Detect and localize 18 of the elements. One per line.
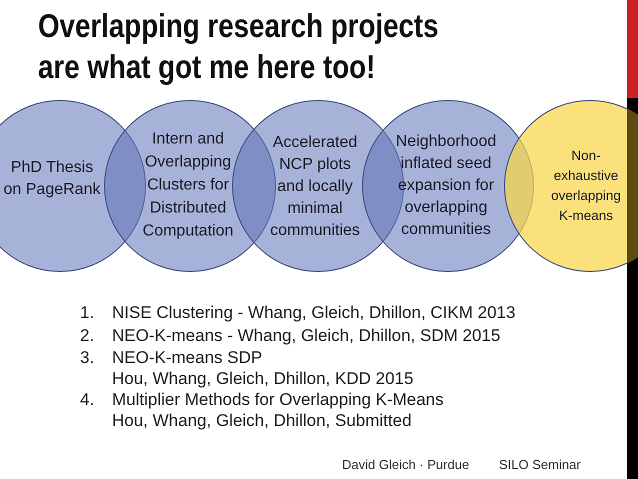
circle-label: Non-exhaustive overlapping K-means bbox=[550, 147, 622, 225]
reference-text: NEO-K-means - Whang, Gleich, Dhillon, SDM 2015 bbox=[112, 324, 500, 346]
footer-text: David Gleich · Purdue bbox=[342, 457, 470, 473]
circle-label: PhD Thesis on PageRank bbox=[2, 158, 102, 200]
circle-label: Accelerated NCP plots and locally minimal communities bbox=[269, 133, 361, 241]
reference-text: NEO-K-means SDP bbox=[112, 346, 262, 368]
list-number: 1. bbox=[80, 302, 94, 322]
reference-text: Hou, Whang, Gleich, Dhillon, KDD 2015 bbox=[112, 368, 414, 388]
footer-text: SILO Seminar bbox=[499, 457, 581, 473]
reference-text: Hou, Whang, Gleich, Dhillon, Submitted bbox=[112, 410, 412, 430]
reference-text: Multiplier Methods for Overlapping K-Means bbox=[112, 388, 444, 410]
circle-label: Neighborhood inflated seed expansion for overlapping communities bbox=[394, 132, 498, 240]
list-number: 3. bbox=[80, 346, 94, 368]
circle-label: Intern and Overlapping Clusters for Distributed Computation bbox=[142, 130, 234, 242]
reference-text: NISE Clustering - Whang, Gleich, Dhillon, CIKM 2013 bbox=[112, 302, 516, 322]
list-number: 2. bbox=[80, 324, 94, 346]
list-number: 4. bbox=[80, 388, 94, 410]
slide-title: Overlapping research projects are what got me here too! bbox=[38, 6, 440, 87]
